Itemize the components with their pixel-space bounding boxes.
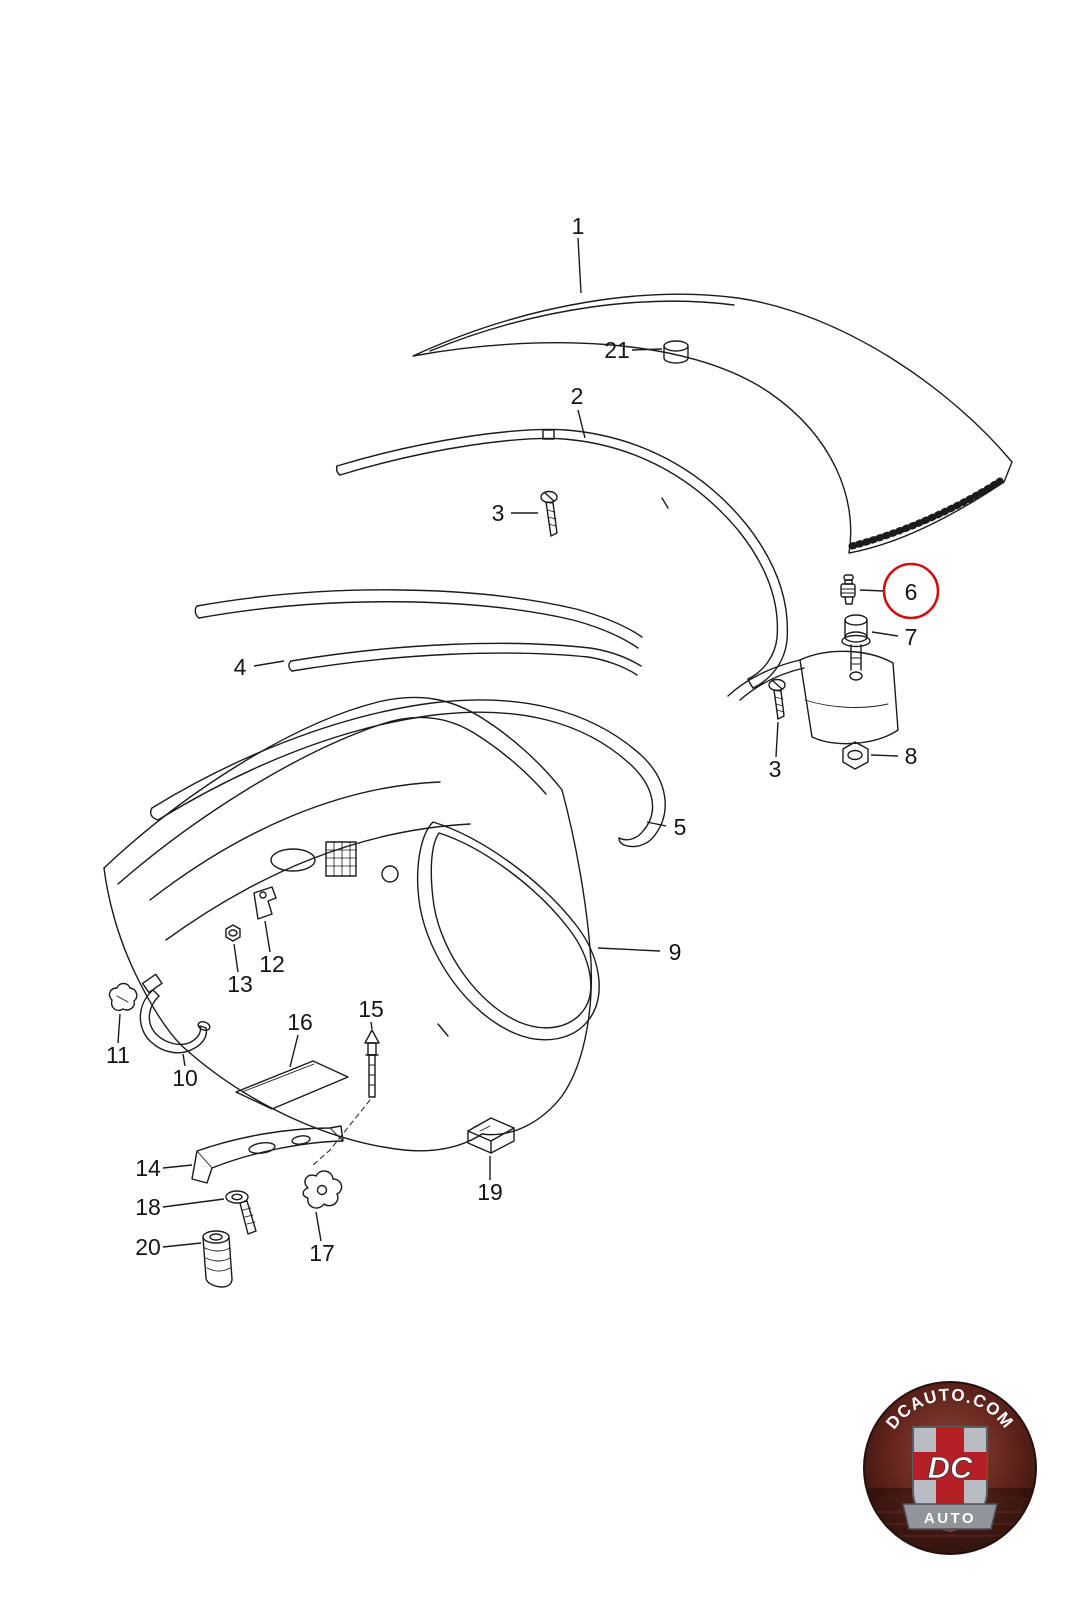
leader-line-17 (315, 1211, 322, 1242)
part-label-2: 2 (571, 383, 584, 409)
part-label-13: 13 (227, 971, 253, 997)
leader-line-2 (577, 409, 586, 439)
logo-badge-ring (863, 1381, 1037, 1555)
part-label-9: 9 (669, 939, 682, 965)
leader-line-21 (631, 348, 663, 351)
leader-line-8 (870, 754, 899, 757)
part-10-drain-hose-drawing (139, 973, 211, 1054)
part-16-pad-drawing (235, 1060, 349, 1110)
leader-line-16 (289, 1034, 299, 1068)
leader-line-7 (871, 631, 899, 637)
part-label-3a: 3 (492, 500, 505, 526)
logo-banner-plate (902, 1503, 998, 1530)
part-8-nut-drawing (842, 741, 869, 770)
highlight-circle-part-6 (882, 562, 940, 620)
part-label-19: 19 (477, 1179, 503, 1205)
part-6-buffer-drawing (840, 574, 856, 605)
part-17-clip-drawing (302, 1170, 343, 1209)
leader-line-20 (162, 1242, 202, 1248)
leader-line-4 (253, 660, 285, 667)
leader-line-14 (162, 1164, 193, 1169)
logo-shield-text: DC (928, 1450, 973, 1485)
part-label-15: 15 (358, 996, 384, 1022)
part-label-12: 12 (259, 951, 285, 977)
part-9-seal-loop-drawing (417, 821, 600, 1041)
mount-bracket-drawing (727, 650, 899, 745)
part-label-17: 17 (309, 1240, 335, 1266)
part-3-screw-a-drawing (540, 490, 558, 537)
part-18-washer-screw-drawing (225, 1190, 257, 1235)
part-label-4: 4 (234, 654, 247, 680)
part-label-1: 1 (572, 213, 585, 239)
part-14-support-bracket-drawing (191, 1125, 344, 1184)
part-11-clip-drawing (108, 982, 138, 1012)
leader-line-1 (577, 237, 582, 294)
leader-line-13 (233, 943, 239, 973)
part-label-7: 7 (905, 624, 918, 650)
part-3-screw-b-drawing (768, 678, 786, 720)
leader-line-11 (117, 1013, 121, 1044)
part-20-sleeve-drawing (202, 1230, 233, 1288)
part-4-weatherstrip-drawing (194, 589, 643, 676)
part-label-10: 10 (172, 1065, 198, 1091)
part-15-pin-drawing (311, 1029, 380, 1167)
dcauto-logo-badge: DCAUTO.COM DC AUTO (863, 1381, 1037, 1555)
logo-banner: AUTO (902, 1503, 998, 1530)
part-label-6: 6 (905, 579, 918, 605)
logo-banner-text: AUTO (924, 1510, 976, 1527)
part-label-18: 18 (135, 1194, 161, 1220)
leader-line-5 (646, 821, 667, 827)
logo-shield-cross-horizontal (913, 1452, 987, 1480)
leader-line-15 (370, 1021, 373, 1030)
leader-line-18 (162, 1198, 225, 1208)
part-7-cap-nut-drawing (841, 614, 871, 671)
leader-line-12 (264, 920, 271, 953)
part-label-20: 20 (135, 1234, 161, 1260)
leader-line-9 (597, 947, 661, 952)
leader-line-10 (182, 1053, 186, 1067)
part-label-11: 11 (106, 1042, 130, 1068)
part-21-cap-drawing (663, 340, 689, 364)
part-label-16: 16 (287, 1009, 313, 1035)
part-label-14: 14 (135, 1155, 161, 1181)
part-label-8: 8 (905, 743, 918, 769)
part-12-bracket-drawing (253, 886, 277, 920)
part-13-nut-drawing (225, 924, 241, 942)
leader-line-6 (859, 589, 885, 592)
part-19-clip-drawing (467, 1117, 515, 1154)
leader-line-3b (775, 721, 779, 758)
part-label-3b: 3 (769, 756, 782, 782)
body-lid-drawing (103, 696, 593, 1152)
part-label-5: 5 (674, 814, 687, 840)
part-5-seal-drawing (149, 699, 666, 848)
part-2-seal-carrier-drawing (335, 428, 789, 689)
part-label-21: 21 (604, 337, 630, 363)
part-1-spoiler-lid-drawing (412, 293, 1013, 554)
